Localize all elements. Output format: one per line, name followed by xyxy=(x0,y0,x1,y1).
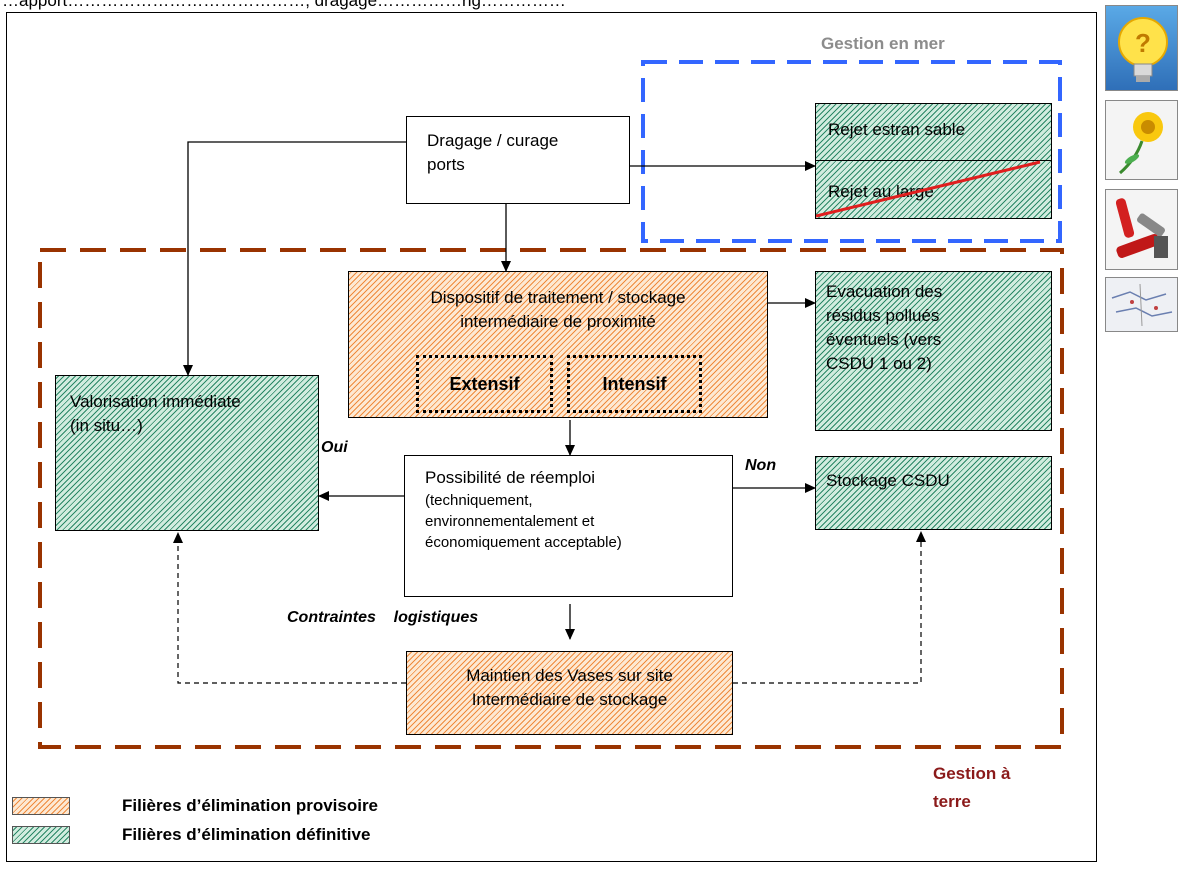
node-beach-release: Rejet estran sable xyxy=(828,120,966,139)
land-title-line-1: Gestion à xyxy=(933,764,1011,783)
sea-zone-border xyxy=(641,60,1062,243)
node-valorisation-line-1: Valorisation immédiate xyxy=(70,392,241,411)
node-treatment: Dispositif de traitement / stockage inte… xyxy=(348,271,768,418)
node-intensive: Intensif xyxy=(567,355,702,413)
node-csdu-storage: Stockage CSDU xyxy=(815,456,1052,530)
arrow-maintain-to-csdu xyxy=(733,531,926,684)
map-thumbnail-icon[interactable] xyxy=(1105,277,1178,332)
diagram-frame xyxy=(6,12,1097,862)
sea-zone-title: Gestion en mer xyxy=(821,34,945,53)
land-zone-title: Gestion à terre xyxy=(933,760,1010,816)
node-evacuation-line-3: éventuels (vers xyxy=(826,330,942,349)
node-valorisation-line-2: (in situ…) xyxy=(70,416,143,435)
node-dredging-line-2: ports xyxy=(427,155,465,174)
arrow-dredging-to-valorisation xyxy=(183,141,406,376)
node-evacuation-line-2: résidus pollués xyxy=(826,306,940,325)
label-constraints: Contraintes logistiques xyxy=(287,609,479,626)
node-valorisation: Valorisation immédiate (in situ…) xyxy=(55,375,319,531)
node-reuse: Possibilité de réemploi (techniquement, … xyxy=(404,455,733,597)
legend-provisional: Filières d’élimination provisoire xyxy=(122,796,379,815)
arrow-maintain-to-valorisation xyxy=(173,532,406,684)
legend-definitive: Filières d’élimination définitive xyxy=(122,825,371,844)
node-treatment-line-2: intermédiaire de proximité xyxy=(460,312,656,331)
node-evacuation-line-1: Evacuation des xyxy=(826,282,943,301)
tools-icon[interactable] xyxy=(1105,189,1178,270)
land-title-line-2: terre xyxy=(933,792,971,811)
node-reuse-line-3: environnementalement et xyxy=(425,513,595,530)
node-maintain: Maintien des Vases sur site Intermédiair… xyxy=(406,651,733,735)
node-extensive: Extensif xyxy=(416,355,553,413)
legend-swatch-provisional xyxy=(12,797,70,815)
node-evacuation-line-4: CSDU 1 ou 2) xyxy=(826,354,932,373)
node-maintain-line-1: Maintien des Vases sur site xyxy=(466,666,673,685)
node-reuse-line-2: (techniquement, xyxy=(425,492,533,509)
offshore-cross-line xyxy=(816,160,1041,218)
node-reuse-line-1: Possibilité de réemploi xyxy=(425,468,596,487)
node-evacuation: Evacuation des résidus pollués éventuels… xyxy=(815,271,1052,431)
node-dredging-line-1: Dragage / curage xyxy=(427,131,559,150)
legend-swatch-definitive xyxy=(12,826,70,844)
label-yes: Oui xyxy=(321,439,348,456)
node-reuse-line-4: économiquement acceptable) xyxy=(425,534,622,551)
sunflower-icon[interactable] xyxy=(1105,100,1178,180)
node-treatment-line-1: Dispositif de traitement / stockage xyxy=(430,288,686,307)
node-dredging: Dragage / curage ports xyxy=(406,116,630,204)
node-offshore-release: Rejet au large xyxy=(828,182,934,201)
node-sea-outcomes: Rejet estran sable Rejet au large xyxy=(815,103,1052,219)
label-no: Non xyxy=(745,457,777,474)
header-text: …apport……………………………………, dragage……………rig……… xyxy=(2,0,566,10)
node-maintain-line-2: Intermédiaire de stockage xyxy=(471,690,668,709)
svg-text:?: ? xyxy=(1135,28,1151,58)
sea-outcome-divider xyxy=(816,160,1051,161)
lightbulb-question-icon[interactable]: ? xyxy=(1105,5,1178,91)
